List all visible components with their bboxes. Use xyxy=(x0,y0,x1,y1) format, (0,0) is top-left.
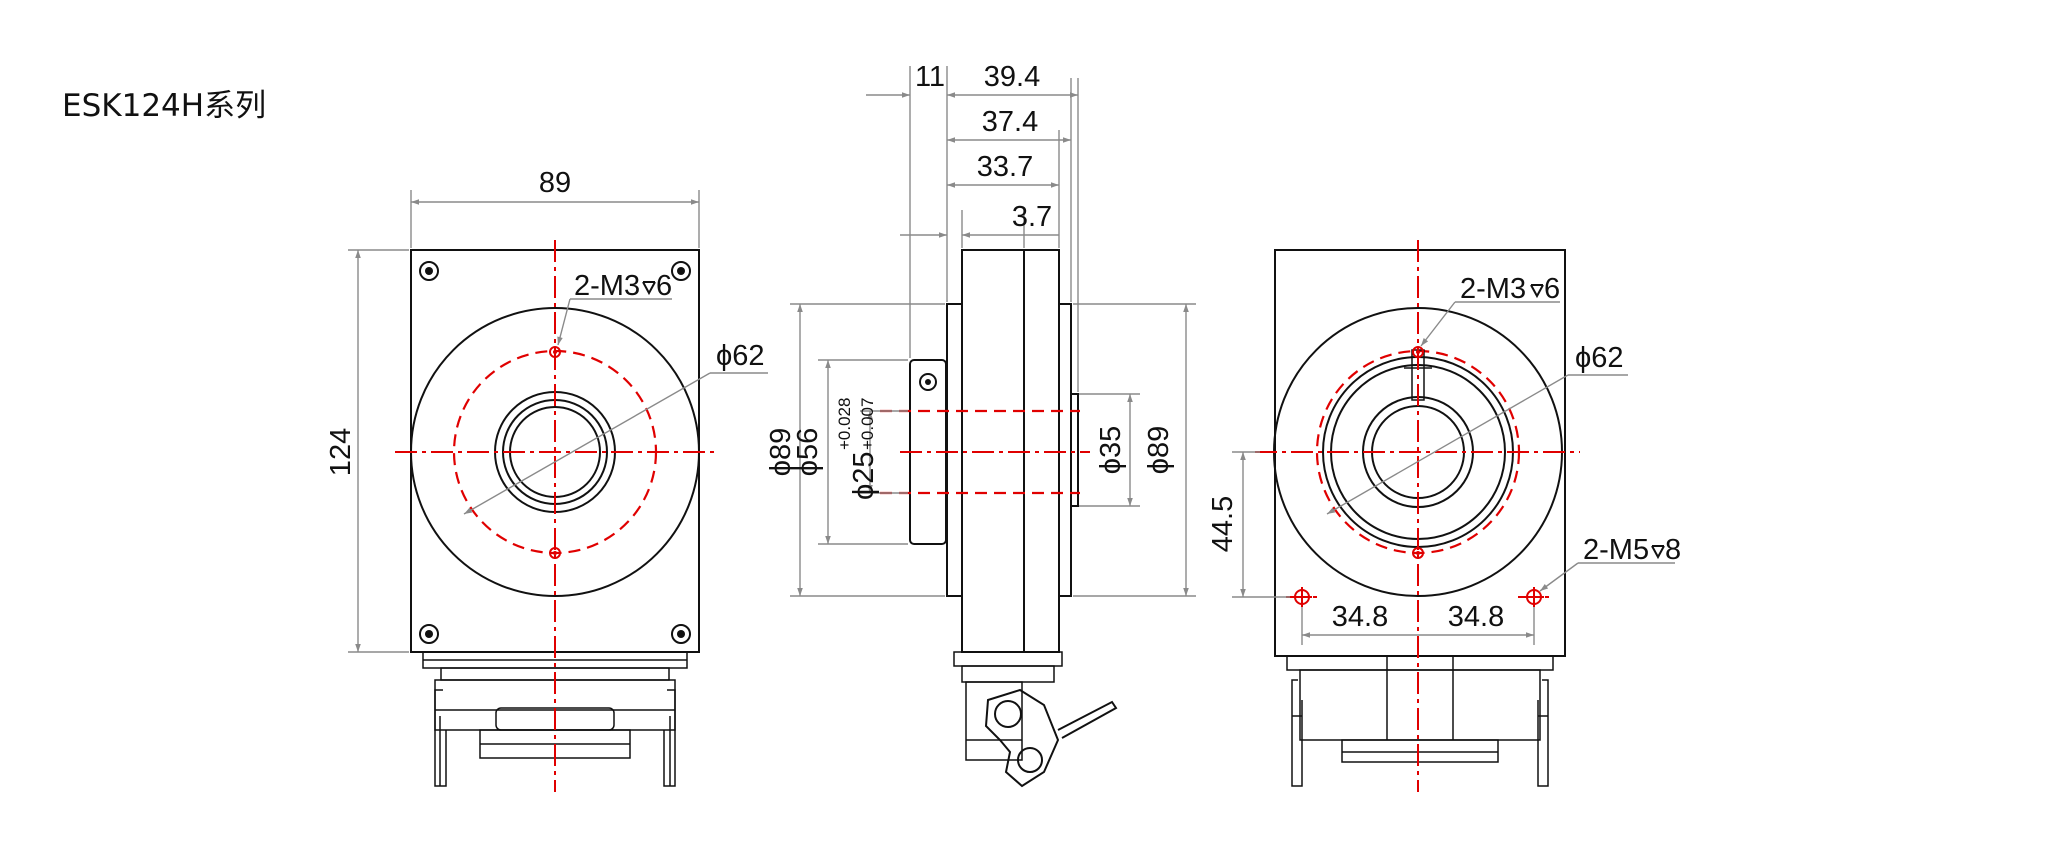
dim-39-4: 39.4 xyxy=(984,61,1040,93)
tolerance-upper: +0.028 xyxy=(835,398,854,450)
rear-m3-holes-label: 2-M3 xyxy=(1460,273,1526,305)
dim-11: 11 xyxy=(915,61,945,93)
series-title: ESK124H系列 xyxy=(62,88,267,124)
dim-44-5: 44.5 xyxy=(1207,496,1239,552)
bolt-circle-label: ϕ62 xyxy=(716,340,765,372)
dia-25: ϕ25 xyxy=(848,452,880,501)
dia-35: ϕ35 xyxy=(1095,426,1127,475)
rear-bolt-circle-label: ϕ62 xyxy=(1575,342,1624,374)
span-left: 34.8 xyxy=(1332,601,1388,633)
dim-3-7: 3.7 xyxy=(1012,201,1052,233)
dia-89-left: ϕ89 xyxy=(765,428,797,477)
rear-m3-depth-label: 6 xyxy=(1544,273,1560,305)
front-view: 89 124 2-M3 6 ϕ62 xyxy=(325,167,768,792)
dim-37-4: 37.4 xyxy=(982,106,1038,138)
rear-view: 44.5 34.8 34.8 2-M3 6 ϕ62 2-M5 8 xyxy=(1207,240,1681,792)
dia-56: ϕ56 xyxy=(792,428,824,477)
corner-screw-icon xyxy=(419,261,691,644)
dim-33-7: 33.7 xyxy=(977,151,1033,183)
m3-depth-label: 6 xyxy=(656,270,672,302)
tolerance-lower: +0.007 xyxy=(858,398,877,450)
m5-depth-label: 8 xyxy=(1665,534,1681,566)
height-dimension: 124 xyxy=(325,428,357,476)
m3-holes-label: 2-M3 xyxy=(574,270,640,302)
m5-holes-label: 2-M5 xyxy=(1583,534,1649,566)
width-dimension: 89 xyxy=(539,167,571,199)
side-view: ϕ89 ϕ56 ϕ25 +0.028 +0.007 ϕ35 ϕ89 11 39.… xyxy=(765,61,1196,788)
dia-89-right: ϕ89 xyxy=(1143,426,1175,475)
span-right: 34.8 xyxy=(1448,601,1504,633)
